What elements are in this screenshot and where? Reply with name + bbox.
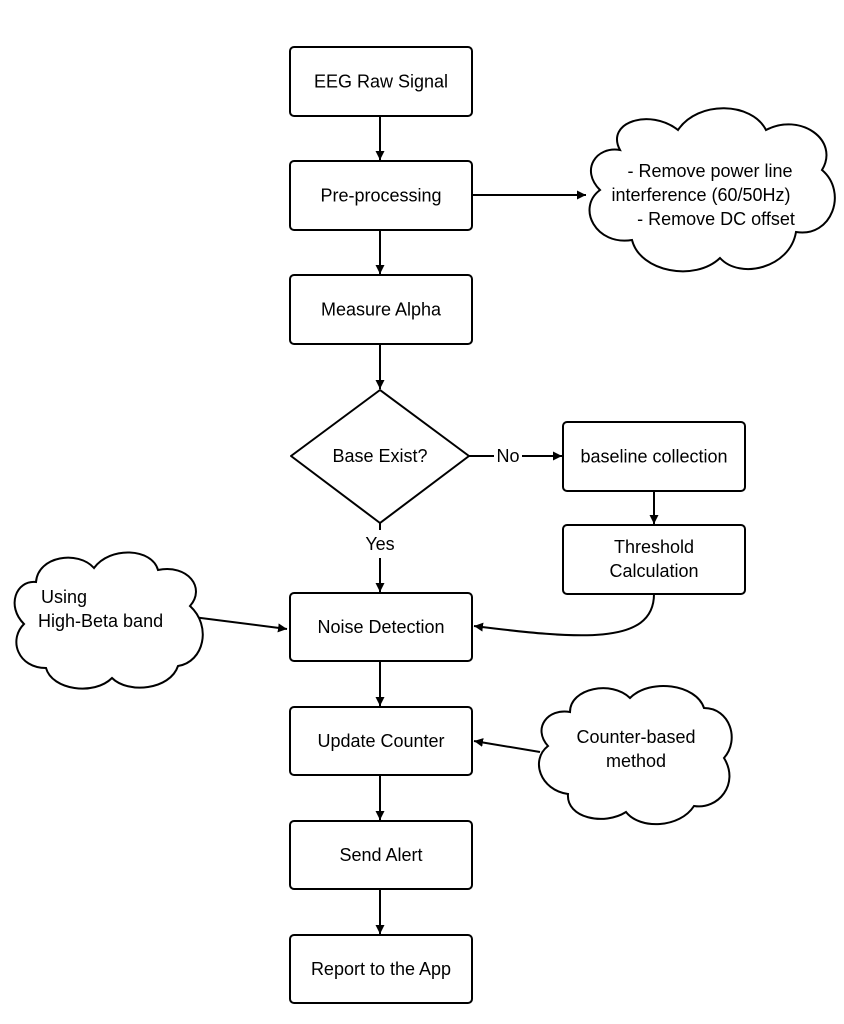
node-label: Pre-processing: [320, 186, 441, 206]
node-label: EEG Raw Signal: [314, 72, 448, 92]
node-label-line-1: Threshold: [614, 537, 694, 557]
note-line-2: method: [606, 751, 666, 771]
note-line-3: - Remove DC offset: [637, 209, 795, 229]
note-line-1: Counter-based: [576, 727, 695, 747]
edge-counter-note-to-update-counter: [473, 738, 541, 753]
note-line-2: High-Beta band: [38, 611, 163, 631]
node-send-alert: Send Alert: [289, 820, 473, 890]
node-eeg-raw-signal: EEG Raw Signal: [289, 46, 473, 117]
counter-note-cloud: Counter-based method: [538, 684, 733, 826]
node-pre-processing: Pre-processing: [289, 160, 473, 231]
node-label: Send Alert: [339, 845, 422, 865]
note-line-1: - Remove power line: [627, 161, 792, 181]
node-update-counter: Update Counter: [289, 706, 473, 776]
node-baseline-collection: baseline collection: [562, 421, 746, 492]
decision-label: Base Exist?: [332, 446, 427, 466]
preprocessing-note-cloud: - Remove power line interference (60/50H…: [588, 107, 836, 273]
edge-threshold-to-noise-detection: [473, 593, 655, 637]
node-threshold-calculation: Threshold Calculation: [562, 524, 746, 595]
node-base-exist-decision: Base Exist?: [290, 389, 470, 524]
node-label: Noise Detection: [317, 617, 444, 637]
note-line-2: interference (60/50Hz): [611, 185, 790, 205]
edge-label-yes: Yes: [365, 534, 394, 554]
node-measure-alpha: Measure Alpha: [289, 274, 473, 345]
node-label: Measure Alpha: [321, 300, 442, 320]
edge-noise-note-to-noise-detection: [192, 616, 288, 633]
node-label: Update Counter: [317, 731, 444, 751]
node-label: Report to the App: [311, 959, 451, 979]
node-report-to-app: Report to the App: [289, 934, 473, 1004]
node-label-line-2: Calculation: [609, 561, 698, 581]
node-noise-detection: Noise Detection: [289, 592, 473, 662]
note-line-1: Using: [41, 587, 87, 607]
edge-label-no: No: [496, 446, 519, 466]
node-label: baseline collection: [580, 447, 727, 467]
connectors: [192, 116, 659, 934]
noise-note-cloud: Using High-Beta band: [13, 551, 204, 690]
